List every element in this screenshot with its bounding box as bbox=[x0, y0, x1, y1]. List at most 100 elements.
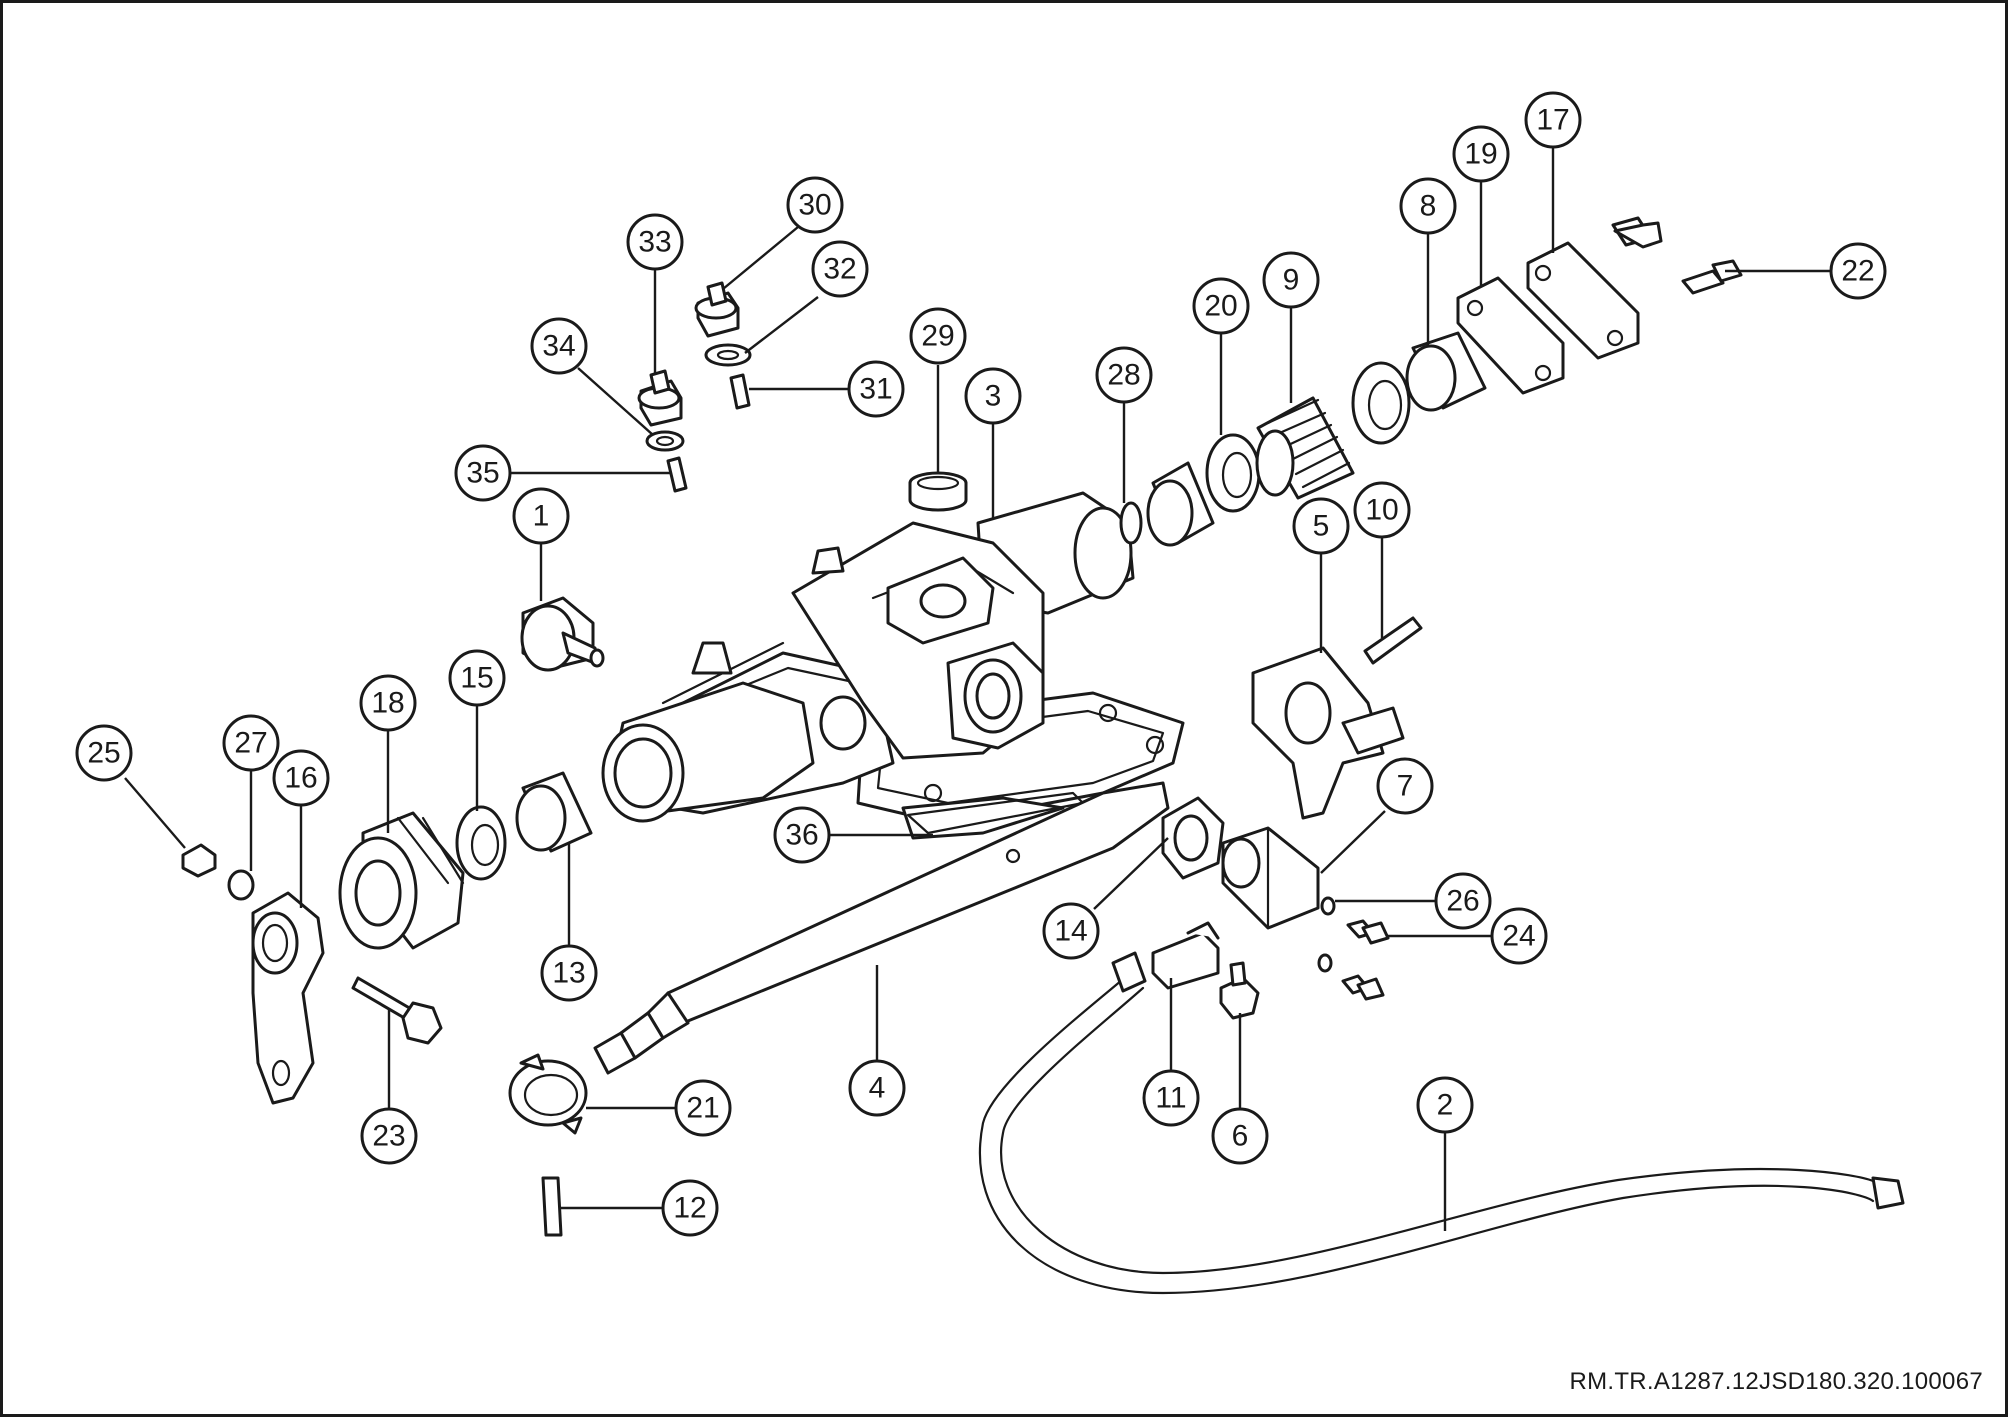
callout-34: 34 bbox=[530, 317, 588, 375]
part-seal-20 bbox=[1205, 433, 1261, 513]
svg-text:13: 13 bbox=[552, 957, 585, 990]
svg-text:36: 36 bbox=[785, 819, 818, 852]
part-ring-27 bbox=[227, 869, 255, 901]
svg-text:34: 34 bbox=[542, 330, 575, 363]
svg-text:5: 5 bbox=[1313, 510, 1330, 543]
part-bolt-22-upper bbox=[1611, 216, 1663, 249]
part-seal-15 bbox=[455, 805, 507, 881]
part-washer-32 bbox=[704, 343, 752, 367]
svg-text:26: 26 bbox=[1446, 885, 1479, 918]
svg-text:8: 8 bbox=[1420, 190, 1437, 223]
part-pin-35 bbox=[666, 456, 688, 493]
leader-32 bbox=[744, 296, 819, 354]
svg-text:27: 27 bbox=[234, 727, 267, 760]
callout-24: 24 bbox=[1490, 907, 1548, 965]
svg-text:1: 1 bbox=[533, 500, 550, 533]
part-arm-16 bbox=[251, 891, 325, 1105]
callout-18: 18 bbox=[359, 674, 417, 732]
part-flange-14 bbox=[1161, 796, 1225, 880]
callout-11: 11 bbox=[1142, 1069, 1200, 1127]
part-nut-25 bbox=[181, 843, 217, 878]
svg-text:35: 35 bbox=[466, 457, 499, 490]
svg-text:24: 24 bbox=[1502, 920, 1535, 953]
svg-text:32: 32 bbox=[823, 253, 856, 286]
svg-text:3: 3 bbox=[985, 380, 1002, 413]
part-cap-8 bbox=[1405, 331, 1487, 412]
callout-21: 21 bbox=[674, 1079, 732, 1137]
svg-text:14: 14 bbox=[1054, 915, 1087, 948]
leader-30 bbox=[722, 226, 799, 290]
callout-31: 31 bbox=[847, 360, 905, 418]
leader-14 bbox=[1093, 837, 1169, 910]
callout-1: 1 bbox=[512, 487, 570, 545]
part-bolt-23 bbox=[351, 976, 443, 1045]
part-plug-33 bbox=[637, 369, 683, 427]
svg-text:21: 21 bbox=[686, 1092, 719, 1125]
callout-26: 26 bbox=[1434, 872, 1492, 930]
part-hose-2 bbox=[978, 951, 1905, 1295]
part-washer-34 bbox=[645, 430, 685, 452]
part-bushing-13 bbox=[515, 771, 593, 853]
callout-36: 36 bbox=[773, 806, 831, 864]
part-cover-17 bbox=[1526, 241, 1640, 360]
svg-text:25: 25 bbox=[87, 737, 120, 770]
svg-text:6: 6 bbox=[1232, 1120, 1249, 1153]
callout-29: 29 bbox=[909, 307, 967, 365]
svg-text:9: 9 bbox=[1283, 264, 1300, 297]
callout-9: 9 bbox=[1262, 251, 1320, 309]
callout-10: 10 bbox=[1353, 481, 1411, 539]
part-ring-26 bbox=[1320, 896, 1336, 916]
callout-6: 6 bbox=[1211, 1107, 1269, 1165]
part-bushing-29 bbox=[908, 471, 968, 512]
part-cover-19 bbox=[1456, 276, 1565, 395]
callout-8: 8 bbox=[1399, 177, 1457, 235]
callout-7: 7 bbox=[1376, 757, 1434, 815]
part-washer-32-hole bbox=[716, 349, 740, 361]
leader-lines bbox=[124, 143, 1831, 1231]
svg-text:22: 22 bbox=[1841, 255, 1874, 288]
callout-23: 23 bbox=[360, 1107, 418, 1165]
callout-5: 5 bbox=[1292, 497, 1350, 555]
callout-3: 3 bbox=[964, 367, 1022, 425]
part-clip-21 bbox=[508, 1053, 588, 1135]
svg-text:29: 29 bbox=[921, 320, 954, 353]
callout-15: 15 bbox=[448, 649, 506, 707]
svg-text:12: 12 bbox=[673, 1192, 706, 1225]
svg-text:31: 31 bbox=[859, 373, 892, 406]
callout-16: 16 bbox=[272, 749, 330, 807]
leader-25 bbox=[124, 777, 186, 849]
part-pin-31 bbox=[729, 373, 751, 410]
part-ring-28 bbox=[1119, 501, 1143, 545]
part-pin-12 bbox=[541, 1176, 563, 1237]
callout-4: 4 bbox=[848, 1059, 906, 1117]
callout-20: 20 bbox=[1192, 277, 1250, 335]
part-fitting-11 bbox=[1151, 921, 1220, 990]
svg-text:15: 15 bbox=[460, 662, 493, 695]
callout-27: 27 bbox=[222, 714, 280, 772]
part-washer-34-hole bbox=[655, 435, 675, 447]
part-block-7 bbox=[1221, 826, 1320, 930]
part-pivot-plug bbox=[520, 596, 605, 672]
callout-25: 25 bbox=[75, 724, 133, 782]
svg-text:2: 2 bbox=[1437, 1089, 1454, 1122]
part-bushing-rear bbox=[1146, 461, 1215, 547]
part-boot-9 bbox=[1255, 396, 1355, 500]
callout-30: 30 bbox=[786, 176, 844, 234]
svg-text:20: 20 bbox=[1204, 290, 1237, 323]
callout-19: 19 bbox=[1452, 125, 1510, 183]
svg-text:33: 33 bbox=[638, 226, 671, 259]
svg-text:18: 18 bbox=[371, 687, 404, 720]
leader-34 bbox=[577, 367, 654, 436]
part-lever-5 bbox=[1251, 646, 1405, 820]
callout-12: 12 bbox=[661, 1179, 719, 1237]
parts-layer bbox=[181, 216, 1905, 1295]
svg-text:11: 11 bbox=[1155, 1082, 1186, 1115]
svg-text:4: 4 bbox=[869, 1072, 886, 1105]
part-bolt-22-lower bbox=[1681, 259, 1743, 295]
callout-35: 35 bbox=[454, 444, 512, 502]
part-seal-front bbox=[1351, 361, 1411, 445]
svg-text:23: 23 bbox=[372, 1120, 405, 1153]
callout-17: 17 bbox=[1524, 91, 1582, 149]
callouts: 1 2 3 4 5 6 7 8 9 10 11 12 13 14 15 16 1… bbox=[75, 91, 1887, 1237]
svg-text:28: 28 bbox=[1107, 359, 1140, 392]
